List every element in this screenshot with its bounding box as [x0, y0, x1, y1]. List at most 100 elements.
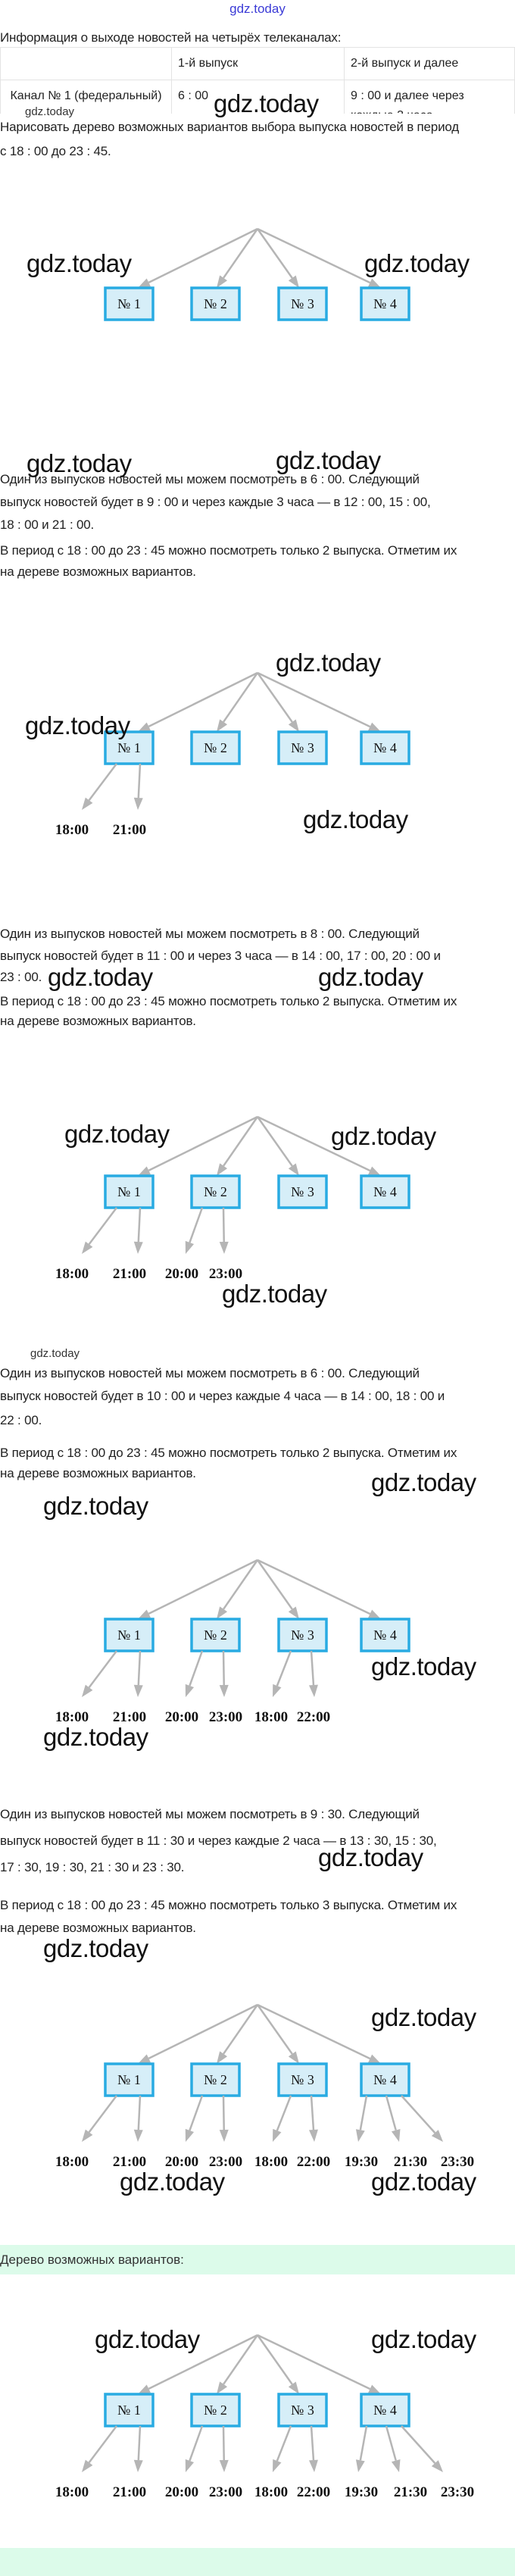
channel-label: № 2: [204, 2072, 227, 2087]
paragraph-line: выпуск новостей будет в 11 : 00 и через …: [0, 949, 441, 963]
arrowhead-icon: [431, 2130, 443, 2142]
time-leaf-label: 23:00: [209, 1266, 242, 1282]
site-logo[interactable]: gdz.today: [229, 2, 286, 16]
channel-label: № 3: [291, 2402, 314, 2418]
arrow-line: [223, 2334, 259, 2385]
channel-box: [360, 1618, 410, 1652]
arrowhead-icon: [273, 2459, 282, 2472]
time-leaf-label: 18:00: [55, 1709, 89, 1725]
arrow-line: [276, 2095, 292, 2131]
channel-label: № 1: [117, 1627, 141, 1643]
channel-box: [190, 730, 241, 765]
arrowhead-icon: [217, 1606, 228, 1619]
arrowhead-icon: [219, 1241, 229, 1254]
channel-label: № 3: [291, 740, 314, 755]
arrow-line: [148, 1115, 258, 1172]
channel-box: [190, 1618, 241, 1652]
channel-label: № 4: [373, 740, 397, 755]
time-leaf-label: 20:00: [165, 1266, 198, 1282]
paragraph-line: Один из выпусков новостей мы можем посмо…: [0, 927, 420, 941]
channel-box: [104, 2062, 154, 2097]
watermark: gdz.today: [364, 249, 470, 277]
table-header-cell: 1-й выпуск: [171, 47, 345, 80]
arrow-line: [257, 2003, 371, 2060]
table-row: Канал № 1 (федеральный) 6 : 00 9 : 00 и …: [0, 80, 515, 114]
arrowhead-icon: [288, 2381, 299, 2394]
channel-box: [277, 2062, 328, 2097]
time-leaf-label: 18:00: [254, 1709, 288, 1725]
arrow-line: [148, 2334, 258, 2390]
time-leaf-label: 20:00: [165, 2484, 198, 2500]
watermark: gdz.today: [276, 446, 381, 474]
arrow-line: [88, 1650, 117, 1688]
time-leaf-label: 18:00: [55, 1266, 89, 1282]
time-leaf-label: 19:30: [345, 2484, 378, 2500]
table-header-cell: [0, 47, 172, 80]
channel-box: [277, 1174, 328, 1209]
arrow-line: [401, 2095, 436, 2134]
heading: Информация о выходе новостей на четырёх …: [0, 30, 342, 45]
paragraph-line: Один из выпусков новостей мы можем посмо…: [0, 1807, 420, 1821]
arrow-line: [148, 671, 258, 728]
time-leaf-label: 18:00: [254, 2154, 288, 2170]
arrow-line: [257, 671, 371, 728]
channel-label: № 2: [204, 1627, 227, 1643]
time-leaf-label: 20:00: [165, 1709, 198, 1725]
arrow-line: [256, 228, 293, 279]
channel-label: № 1: [117, 740, 141, 755]
table-cell: 9 : 00 и далее через каждые 3 часа: [344, 80, 515, 114]
channel-box: [360, 286, 410, 321]
arrow-line: [385, 2095, 397, 2131]
paragraph-line: выпуск новостей будет в 10 : 00 и через …: [0, 1389, 445, 1403]
arrowhead-icon: [133, 1241, 143, 1254]
arrow-line: [257, 1115, 371, 1172]
arrowhead-icon: [133, 2129, 143, 2142]
arrowhead-icon: [138, 2054, 151, 2064]
watermark: gdz.today: [371, 1468, 476, 1496]
paragraph-line: 22 : 00.: [0, 1413, 42, 1427]
arrowhead-icon: [367, 722, 381, 732]
channel-box: [277, 286, 328, 321]
arrow-line: [189, 2425, 204, 2462]
arrowhead-icon: [288, 719, 299, 732]
arrowhead-icon: [391, 2459, 401, 2472]
answer-band: Дерево возможных вариантов:: [0, 2245, 515, 2274]
arrow-line: [256, 2004, 293, 2055]
arrowhead-icon: [367, 2054, 381, 2064]
arrow-line: [310, 2425, 315, 2461]
time-leaf-label: 23:00: [209, 2484, 242, 2500]
channel-box: [190, 1174, 241, 1209]
channel-label: № 4: [373, 1184, 397, 1199]
paragraph-line: В период с 18 : 00 до 23 : 45 можно посм…: [0, 543, 457, 558]
paragraph-line: выпуск новостей будет в 11 : 30 и через …: [0, 1834, 437, 1848]
arrow-line: [257, 1558, 371, 1615]
arrowhead-icon: [82, 797, 93, 810]
watermark: gdz.today: [331, 1122, 436, 1150]
arrowhead-icon: [138, 1609, 151, 1619]
channel-box: [190, 286, 241, 321]
arrowhead-icon: [82, 2129, 93, 2142]
watermark: gdz.today: [214, 89, 319, 117]
watermark: gdz.today: [27, 249, 132, 277]
arrowhead-icon: [288, 2051, 299, 2064]
arrow-line: [257, 227, 371, 284]
answer-band-bottom: [0, 2548, 515, 2576]
arrow-line: [223, 228, 259, 279]
arrow-line: [223, 2004, 259, 2055]
arrowhead-icon: [219, 2459, 229, 2472]
arrowhead-icon: [355, 2129, 365, 2142]
paragraph-line: на дереве возможных вариантов.: [0, 564, 196, 579]
arrow-line: [148, 1558, 258, 1615]
arrow-line: [88, 2095, 117, 2133]
arrowhead-icon: [82, 1684, 93, 1697]
arrowhead-icon: [288, 1606, 299, 1619]
arrowhead-icon: [133, 2459, 143, 2472]
watermark: gdz.today: [95, 2325, 200, 2353]
arrow-line: [148, 2003, 258, 2060]
